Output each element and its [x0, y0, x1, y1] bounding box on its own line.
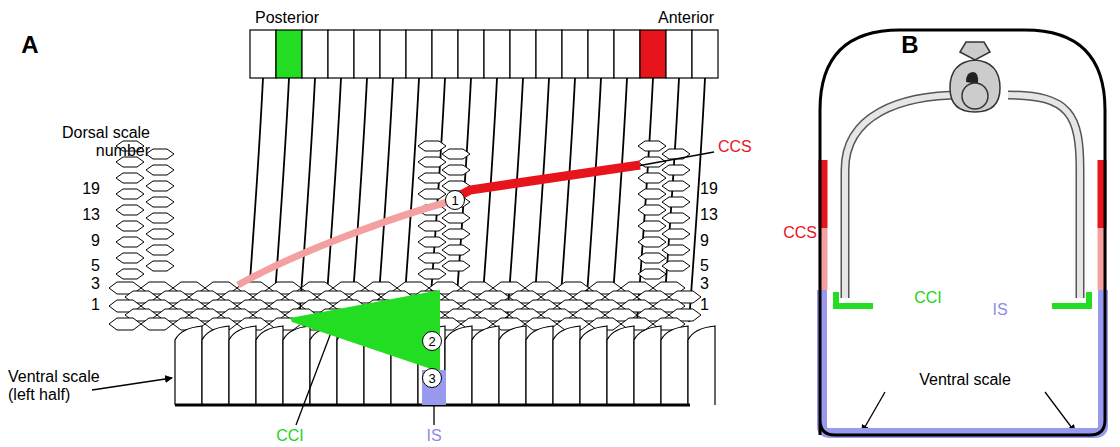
- callout-number: 1: [451, 194, 458, 207]
- panel-letter: B: [901, 31, 918, 59]
- scale-number: 19: [82, 180, 100, 198]
- scale-number: 1: [700, 296, 709, 314]
- scale-number: 19: [700, 180, 718, 198]
- scale-number: 9: [700, 232, 709, 250]
- muscle-bands: [238, 165, 640, 405]
- scale-number: 9: [91, 232, 100, 250]
- scale-number: 3: [91, 275, 100, 293]
- axis-label: Anterior: [658, 9, 714, 27]
- muscle-label: CCI: [276, 427, 304, 445]
- scale-number: 5: [700, 257, 709, 275]
- vertebra-row: [247, 30, 718, 322]
- ventral-scales: [175, 326, 715, 405]
- axis-title: Dorsal scale number: [58, 124, 150, 161]
- scale-number: 1: [91, 296, 100, 314]
- callout-number: 2: [428, 335, 435, 348]
- panel-letter: A: [21, 31, 38, 59]
- muscle-label: CCS: [783, 224, 817, 242]
- axis-label: Posterior: [255, 9, 319, 27]
- muscle-label: CCS: [718, 138, 752, 156]
- leader-lines: [92, 152, 1075, 432]
- part-label: Ventral scale (left half): [8, 368, 100, 405]
- muscle-label: IS: [426, 427, 441, 445]
- callout-circle: 1: [445, 190, 465, 210]
- cross-section: [820, 30, 1105, 435]
- scale-number: 13: [82, 206, 100, 224]
- muscle-label: CCI: [914, 289, 942, 307]
- callout-number: 3: [428, 372, 435, 385]
- part-label: Ventral scale: [919, 371, 1011, 389]
- scale-number: 3: [700, 275, 709, 293]
- callout-circle: 2: [422, 331, 442, 351]
- scale-number: 13: [700, 206, 718, 224]
- muscle-label: IS: [992, 301, 1007, 319]
- callout-circle: 3: [422, 368, 442, 388]
- scale-number: 5: [91, 257, 100, 275]
